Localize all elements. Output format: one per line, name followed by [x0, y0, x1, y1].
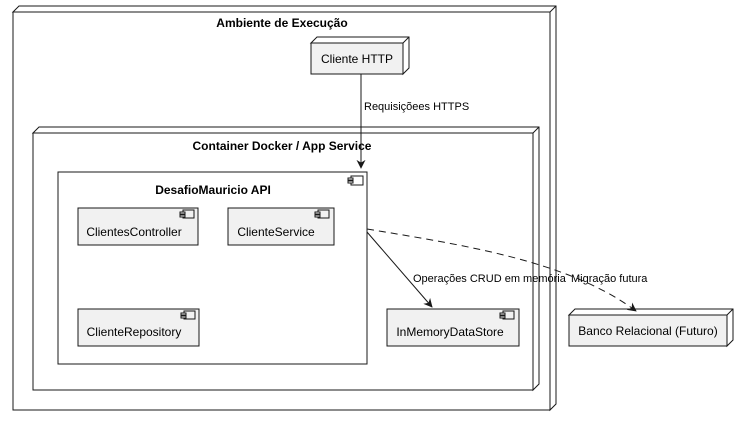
component-icon [347, 175, 364, 186]
api-title: DesafioMauricio API [155, 183, 271, 197]
in-memory-datastore-component: InMemoryDataStore [386, 308, 520, 347]
component-icon [180, 310, 196, 320]
environment-title: Ambiente de Execução [216, 16, 347, 30]
client-http-label: Cliente HTTP [321, 52, 393, 66]
cliente-service-component: ClienteService [227, 207, 335, 246]
banco-relacional-node: Banco Relacional (Futuro) [567, 308, 734, 348]
container-title: Container Docker / App Service [193, 139, 372, 153]
edge-migration-label: Migração futura [571, 273, 648, 285]
edge-migration: Migração futura [366, 228, 648, 312]
cliente-repository-component: ClienteRepository [77, 308, 200, 347]
cliente-repository-label: ClienteRepository [87, 325, 182, 339]
banco-relacional-label: Banco Relacional (Futuro) [578, 324, 717, 338]
in-memory-datastore-label: InMemoryDataStore [396, 325, 504, 339]
cliente-service-label: ClienteService [237, 225, 315, 239]
clientes-controller-component: ClientesController [77, 207, 199, 246]
edge-crud-label: Operações CRUD em memória [413, 273, 567, 285]
clientes-controller-label: ClientesController [86, 225, 181, 239]
edge-https-label: Requisiçõees HTTPS [364, 101, 469, 113]
component-icon [179, 209, 195, 219]
edge-crud: Operações CRUD em memória [366, 231, 567, 308]
component-icon [314, 209, 330, 219]
client-http-node: Cliente HTTP [309, 36, 410, 76]
component-icon [499, 310, 515, 320]
edge-https: Requisiçõees HTTPS [356, 74, 469, 169]
